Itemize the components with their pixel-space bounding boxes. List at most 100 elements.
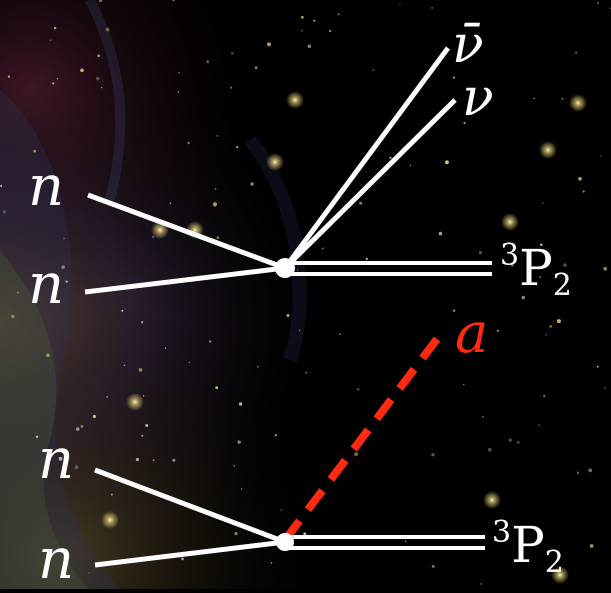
star (271, 562, 273, 564)
star (239, 402, 242, 405)
star (287, 314, 290, 317)
star (141, 435, 143, 437)
star (359, 202, 362, 205)
star (257, 366, 259, 368)
star (143, 395, 145, 397)
star (52, 82, 54, 84)
star (354, 452, 358, 456)
star (539, 425, 540, 426)
star (238, 440, 241, 443)
star (187, 142, 190, 145)
lower-neutron-label-1: n (38, 427, 74, 492)
star (215, 386, 218, 389)
bright-star (101, 511, 119, 529)
star (578, 177, 582, 181)
star (54, 27, 56, 29)
upper-3p2-main: P (519, 239, 553, 297)
star (557, 319, 561, 323)
star (303, 532, 306, 535)
star (301, 30, 303, 32)
star (549, 325, 552, 328)
star (497, 330, 499, 332)
star (445, 160, 449, 164)
star (255, 66, 258, 69)
star (65, 280, 67, 282)
upper-3p2-subscript: 2 (553, 268, 572, 303)
star (206, 60, 209, 63)
star (139, 368, 143, 372)
star (582, 190, 584, 192)
star (482, 416, 484, 418)
star (600, 155, 601, 156)
star (439, 232, 443, 236)
star (165, 348, 166, 349)
star (3, 211, 6, 214)
star (313, 20, 315, 22)
star (329, 30, 331, 32)
star (76, 427, 80, 431)
star (121, 310, 123, 312)
star (546, 334, 547, 335)
star (11, 315, 15, 319)
star (230, 87, 232, 89)
star (281, 509, 282, 510)
star (209, 340, 211, 342)
star (588, 469, 592, 473)
star (213, 202, 217, 206)
star (562, 98, 564, 100)
star (111, 494, 113, 496)
star (106, 396, 108, 398)
star (357, 388, 360, 391)
star (170, 202, 172, 204)
bright-star (569, 94, 587, 112)
star (189, 362, 190, 363)
star (275, 434, 277, 436)
star (453, 77, 455, 79)
star (136, 458, 139, 461)
star (432, 565, 435, 568)
star (234, 532, 237, 535)
bright-star (501, 213, 519, 231)
antineutrino-label: ν̄ (452, 15, 484, 75)
star (479, 251, 482, 254)
star (88, 572, 89, 573)
bright-star (483, 491, 501, 509)
star (542, 202, 544, 204)
bright-star (286, 91, 304, 109)
star (431, 453, 434, 456)
bright-star (539, 141, 557, 159)
star (46, 353, 50, 357)
star (81, 425, 84, 428)
star (339, 333, 341, 335)
star (63, 238, 65, 240)
star (124, 365, 126, 367)
star (101, 87, 103, 89)
star (405, 541, 406, 542)
star (517, 441, 520, 444)
lower-3p2-superscript: 3 (492, 515, 511, 550)
star (216, 135, 218, 137)
star (372, 69, 374, 71)
star (299, 330, 301, 332)
star (181, 558, 184, 561)
star (8, 76, 10, 78)
lower-vertex-dot (276, 533, 294, 551)
star (543, 395, 545, 397)
lower-3p2-main: P (511, 516, 545, 574)
upper-neutron-label-2: n (28, 252, 64, 317)
star (267, 42, 271, 46)
star (153, 459, 155, 461)
star (106, 28, 110, 32)
star (0, 185, 2, 187)
star (178, 91, 180, 93)
star (577, 472, 579, 474)
star (431, 7, 433, 9)
lower-neutron-label-2: n (38, 527, 74, 589)
star (250, 182, 253, 185)
star (389, 157, 391, 159)
star (216, 236, 219, 239)
star (236, 146, 238, 148)
star (338, 13, 340, 15)
bright-star (266, 153, 284, 171)
